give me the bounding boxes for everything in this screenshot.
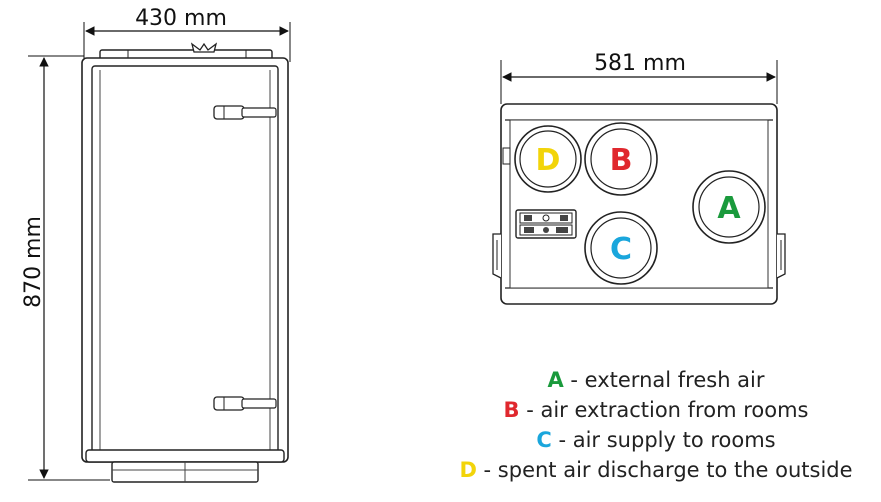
port-d: D <box>514 125 582 193</box>
port-d-letter: D <box>536 143 561 178</box>
legend-text-b: - air extraction from rooms <box>520 398 809 422</box>
legend-item-b: B - air extraction from rooms <box>504 398 809 422</box>
legend-item-c: C - air supply to rooms <box>536 428 775 452</box>
left-tab <box>502 147 511 165</box>
port-a-letter: A <box>717 191 741 226</box>
legend-text-a: - external fresh air <box>564 368 765 392</box>
port-b: B <box>584 122 658 196</box>
legend-item-a: A - external fresh air <box>547 368 764 392</box>
control-panel <box>515 209 577 239</box>
side-view: 430 mm 870 mm <box>21 6 291 483</box>
wing-nut-icon <box>190 42 218 53</box>
legend-text-d: - spent air discharge to the outside <box>477 458 853 482</box>
legend-letter-c: C <box>536 428 551 452</box>
port-c-letter: C <box>610 232 632 267</box>
legend-text-c: - air supply to rooms <box>552 428 776 452</box>
bottom-hinge <box>213 396 277 411</box>
legend-letter-a: A <box>547 368 564 392</box>
side-height-label: 870 mm <box>21 216 46 308</box>
port-b-letter: B <box>610 143 633 178</box>
top-hinge <box>213 105 277 120</box>
side-bottom-cap <box>85 449 285 463</box>
port-c: C <box>584 211 658 285</box>
side-width-label: 430 mm <box>135 6 227 31</box>
port-a: A <box>692 170 766 244</box>
legend-item-d: D - spent air discharge to the outside <box>459 458 852 482</box>
legend-letter-b: B <box>504 398 520 422</box>
legend: A - external fresh air B - air extractio… <box>459 368 852 482</box>
legend-letter-d: D <box>459 458 476 482</box>
front-width-label: 581 mm <box>594 51 686 76</box>
side-body-panel <box>91 65 279 457</box>
